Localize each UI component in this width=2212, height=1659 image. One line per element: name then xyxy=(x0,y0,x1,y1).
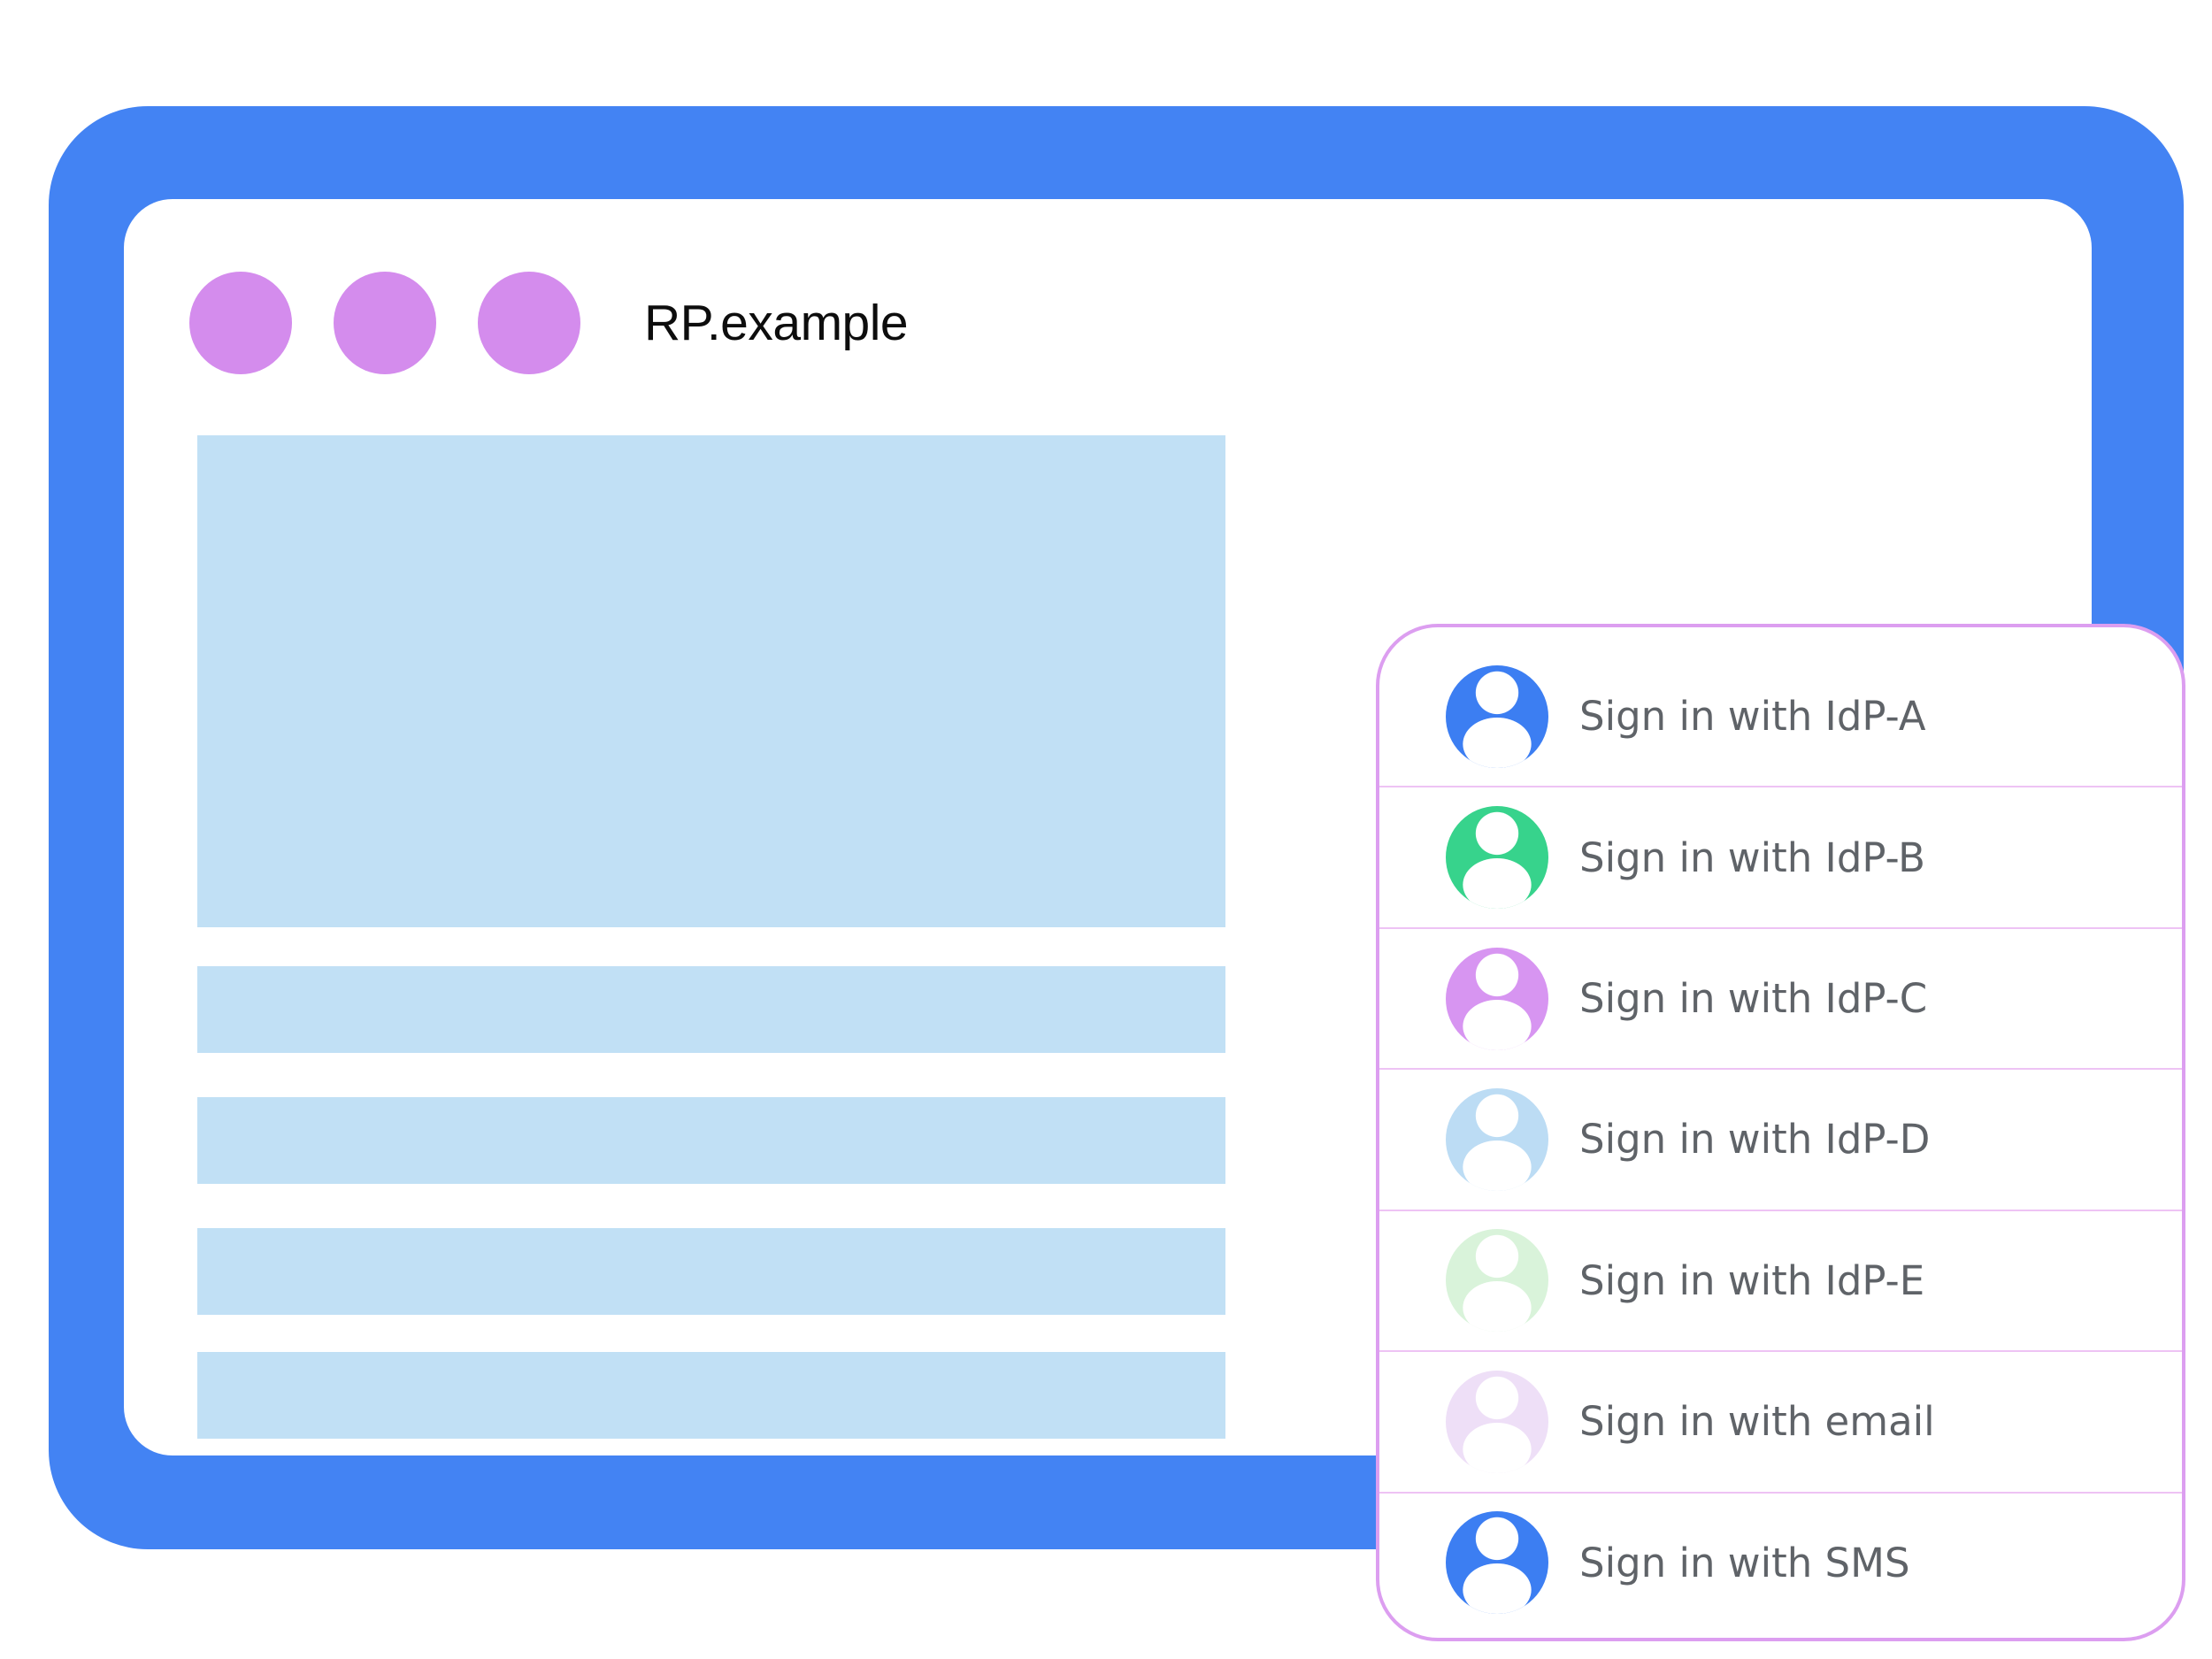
content-placeholder-bar xyxy=(197,966,1225,1053)
content-placeholder-bar xyxy=(197,1228,1225,1315)
signin-option-label: Sign in with IdP-E xyxy=(1579,1256,1925,1304)
browser-window: RP.example Sign in with IdP-A Sign in wi… xyxy=(124,199,2185,1641)
content-placeholder-bar xyxy=(197,1352,1225,1439)
user-avatar-icon xyxy=(1446,1511,1548,1615)
signin-option-label: Sign in with IdP-D xyxy=(1579,1116,1931,1164)
user-avatar-icon xyxy=(1446,1370,1548,1473)
signin-option-label: Sign in with IdP-B xyxy=(1579,833,1926,881)
signin-option-email[interactable]: Sign in with email xyxy=(1379,1352,2182,1494)
signin-option-label: Sign in with IdP-A xyxy=(1579,693,1926,741)
site-title: RP.example xyxy=(644,295,909,351)
content-placeholder-bar xyxy=(197,1097,1225,1184)
signin-panel: Sign in with IdP-A Sign in with IdP-B Si… xyxy=(1376,624,2185,1641)
user-avatar-icon xyxy=(1446,664,1548,768)
user-avatar-icon xyxy=(1446,1229,1548,1333)
window-control-dot[interactable] xyxy=(334,272,436,374)
signin-option-sms[interactable]: Sign in with SMS xyxy=(1379,1494,2182,1632)
signin-option-idp-c[interactable]: Sign in with IdP-C xyxy=(1379,929,2182,1071)
user-avatar-icon xyxy=(1446,947,1548,1050)
signin-option-idp-a[interactable]: Sign in with IdP-A xyxy=(1379,647,2182,788)
signin-option-label: Sign in with email xyxy=(1579,1398,1935,1446)
signin-option-label: Sign in with SMS xyxy=(1579,1539,1910,1586)
signin-option-label: Sign in with IdP-C xyxy=(1579,975,1928,1023)
window-control-dot[interactable] xyxy=(189,272,292,374)
window-control-dot[interactable] xyxy=(478,272,580,374)
browser-titlebar: RP.example xyxy=(189,272,909,374)
user-avatar-icon xyxy=(1446,1087,1548,1191)
user-avatar-icon xyxy=(1446,806,1548,910)
signin-option-idp-b[interactable]: Sign in with IdP-B xyxy=(1379,787,2182,929)
content-placeholder-hero xyxy=(197,435,1225,927)
signin-option-idp-e[interactable]: Sign in with IdP-E xyxy=(1379,1211,2182,1353)
signin-option-idp-d[interactable]: Sign in with IdP-D xyxy=(1379,1070,2182,1211)
